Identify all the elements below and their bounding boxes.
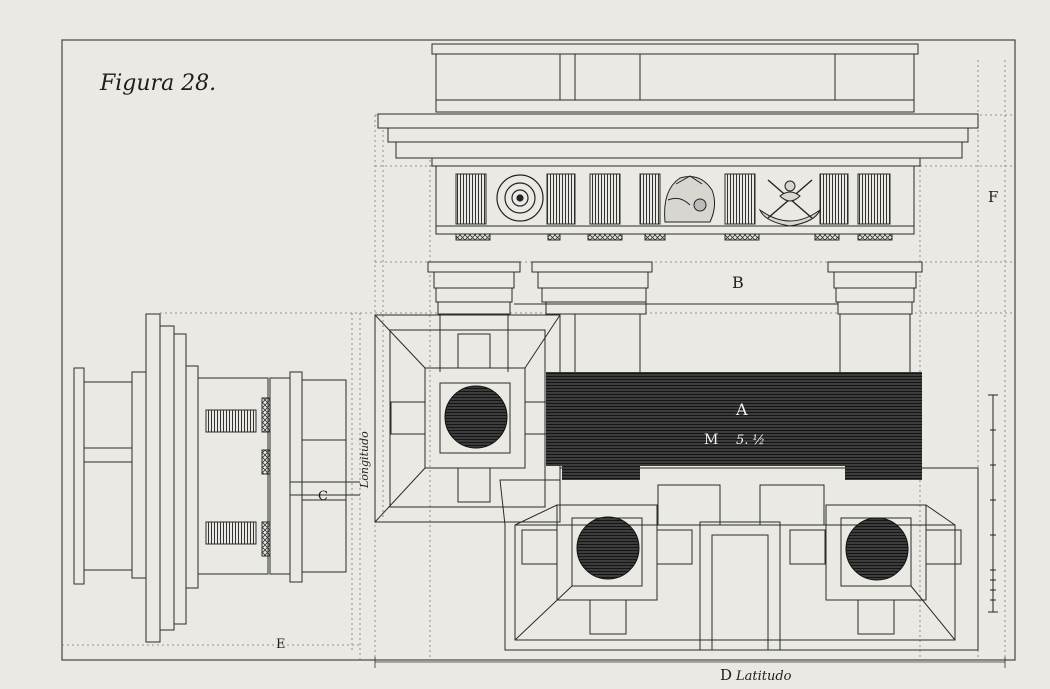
label-f: F	[988, 188, 998, 206]
column-capitals	[427, 261, 923, 315]
label-latitudo: Latitudo	[735, 669, 792, 684]
label-c: C	[318, 489, 328, 504]
label-m-value: 5. ½	[736, 433, 765, 448]
frieze	[435, 165, 915, 241]
hatched-wall	[546, 372, 922, 480]
label-m: M	[704, 432, 718, 448]
ground-plan	[374, 314, 979, 651]
figure-title: Figura 28.	[99, 71, 216, 96]
label-e: E	[276, 637, 286, 652]
side-elevation	[73, 313, 360, 643]
label-longitudo: Longitudo	[358, 431, 371, 489]
column-plan-right	[845, 517, 909, 581]
column-plan-left	[444, 385, 508, 449]
helmet-ornament	[664, 175, 716, 223]
label-a: A	[735, 400, 748, 419]
label-d: D	[720, 666, 732, 684]
scale-bar	[988, 394, 998, 613]
trophy-ornament	[758, 179, 822, 227]
latitudo-dimension	[374, 657, 1006, 668]
rosette-ornament	[496, 174, 544, 222]
column-plan-middle	[576, 516, 640, 580]
plate-border	[61, 39, 1016, 661]
entablature	[377, 43, 979, 167]
label-b: B	[732, 273, 744, 292]
column-plan-circles	[444, 385, 909, 581]
